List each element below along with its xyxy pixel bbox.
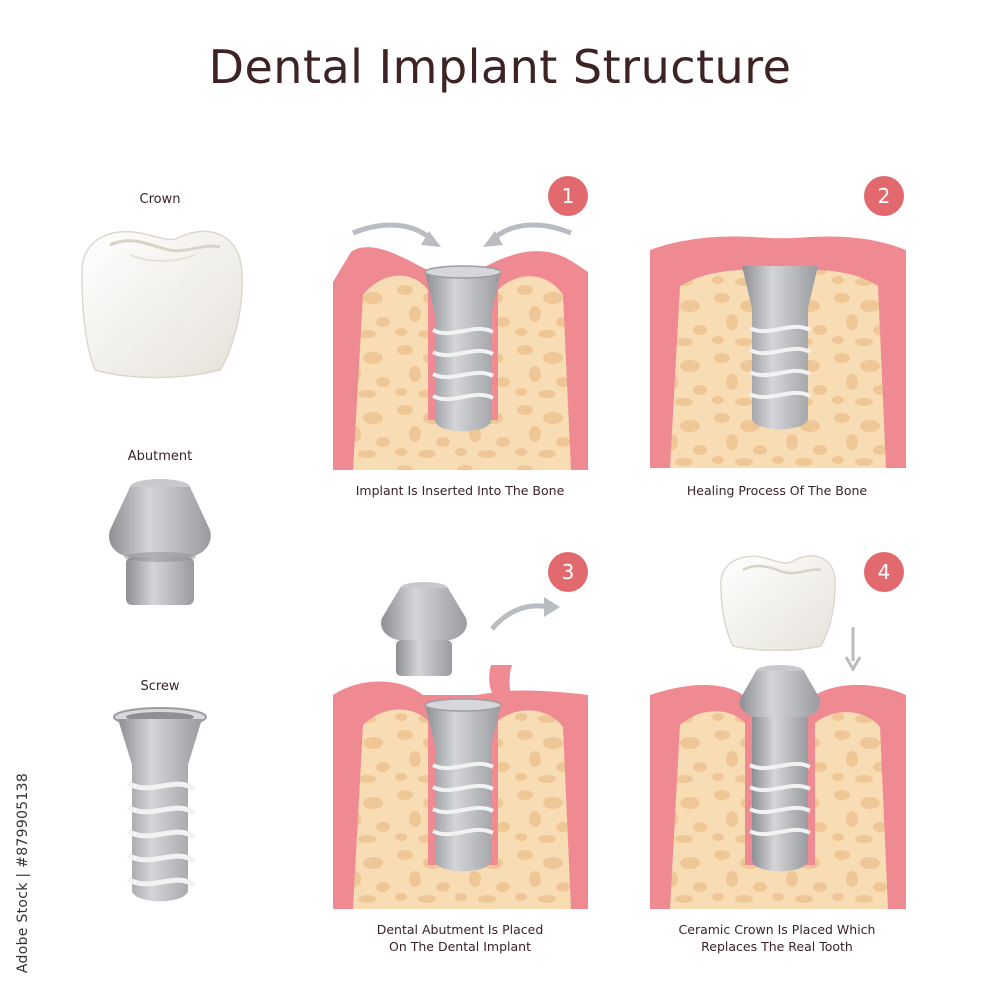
step-1-caption: Implant Is Inserted Into The Bone [355,483,565,498]
abutment-label: Abutment [127,449,193,464]
step-3-panel [333,665,588,909]
step-3-caption: Dental Abutment Is Placed On The Dental … [310,921,610,955]
step-4-caption-line2: Replaces The Real Tooth [701,939,853,954]
down-arrow [844,627,862,672]
step-3-badge: 3 [548,552,588,592]
step-3-caption-line2: On The Dental Implant [389,939,531,954]
lift-arrow [490,597,560,631]
step-2-panel [650,236,906,468]
screw-label: Screw [140,679,180,694]
step-1-badge: 1 [548,176,588,216]
crown-illustration [81,230,243,379]
step-4-caption: Ceramic Crown Is Placed Which Replaces T… [627,921,927,955]
step-4-badge: 4 [864,552,904,592]
insert-arrows [352,222,572,247]
abutment-floating [381,582,467,676]
stock-watermark: Adobe Stock | #879905138 [8,765,38,995]
crown-label: Crown [139,192,181,207]
step-2-badge: 2 [864,176,904,216]
step-1-panel [333,247,588,470]
stock-id-text: Adobe Stock | #879905138 [15,772,31,974]
step-2-caption: Healing Process Of The Bone [686,483,868,498]
screw-illustration [113,707,207,902]
step-3-caption-line1: Dental Abutment Is Placed [376,922,544,937]
step-4-panel [650,665,906,909]
step-4-caption-line1: Ceramic Crown Is Placed Which [678,922,876,937]
page-title: Dental Implant Structure [208,40,792,94]
abutment-illustration [109,479,211,605]
crown-floating [720,555,836,651]
